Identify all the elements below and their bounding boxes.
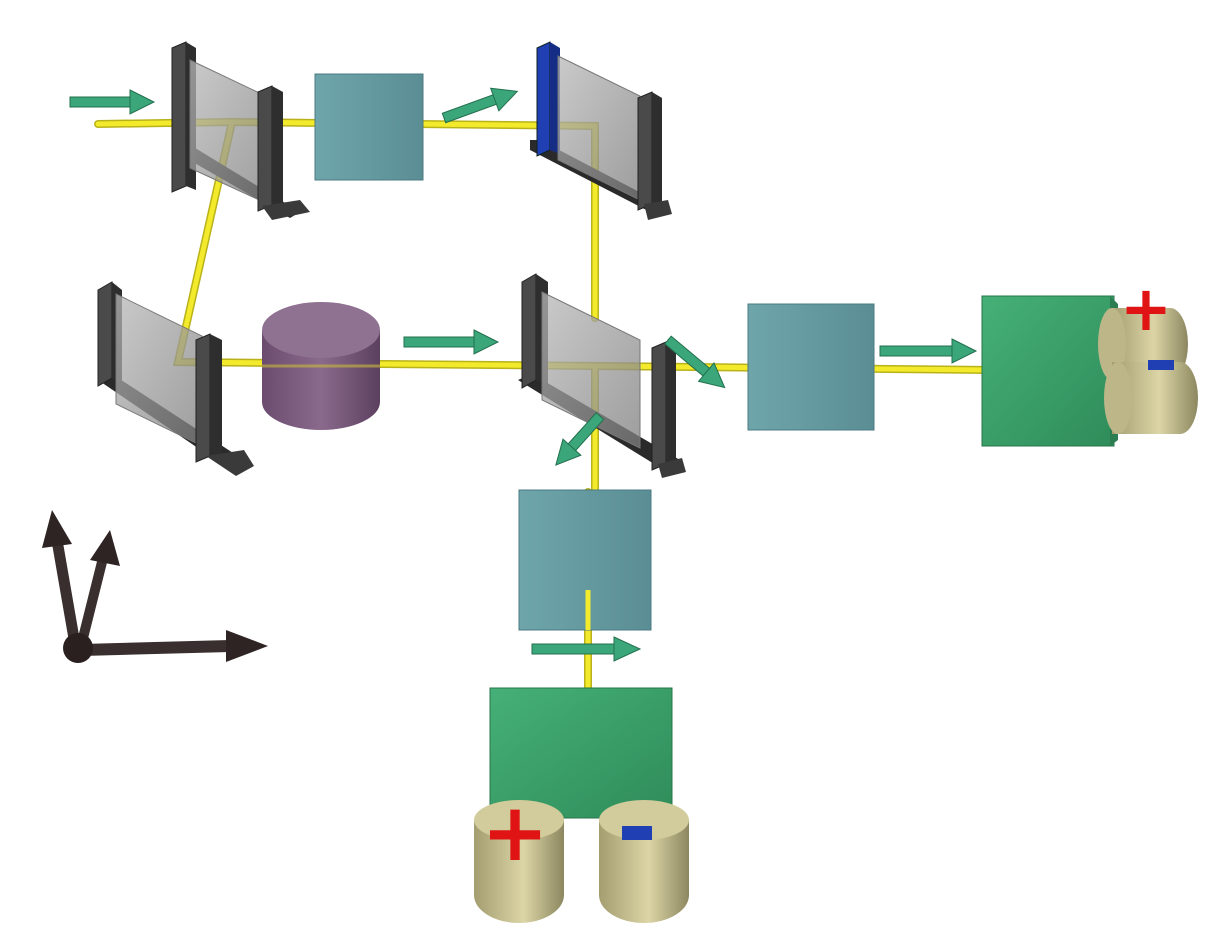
arrow-to-bottom-detector [531,636,642,662]
detector-right-negative-terminal [1104,360,1198,434]
polarizer-right [747,303,875,431]
negative-sign-right [1148,360,1174,370]
negative-sign-bottom [622,826,652,840]
axis-depth [75,530,120,655]
axis-vertical [42,510,82,656]
arrow-center-right-diagonal [664,335,726,389]
beam-splitter-center [518,273,686,478]
positive-sign-bottom: + [481,786,548,879]
arrow-input [69,89,156,115]
axes-origin [63,633,93,663]
detector-bottom: + [474,687,689,923]
polarizer-top [314,73,424,181]
detector-right: + [981,272,1198,447]
arrow-to-right-detector [879,338,978,364]
mirror-top-right [530,41,672,220]
mirror-lower-left [97,281,254,476]
direction-arrows [69,87,978,662]
arrow-top-diagonal [441,87,519,124]
arrow-center-down-diagonal [555,411,605,466]
detector-bottom-positive-terminal: + [474,786,564,923]
arrow-middle [403,329,500,355]
positive-sign-right: + [1120,272,1172,345]
axis-horizontal [76,630,268,662]
beam-splitter-top-left [171,41,310,220]
coordinate-axes [42,510,268,663]
polarizer-bottom [518,489,652,631]
phase-shifter [262,302,380,430]
detector-bottom-negative-terminal [599,800,689,923]
